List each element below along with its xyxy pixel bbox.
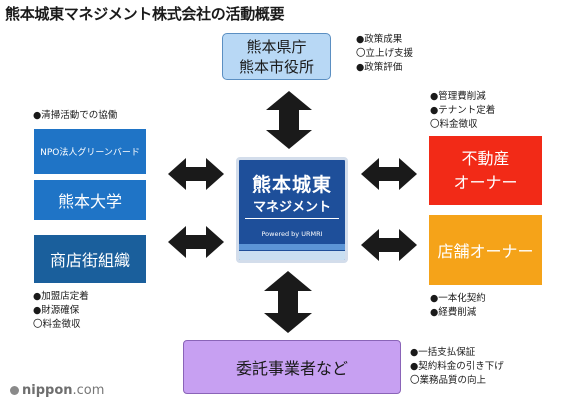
note-item: ●契約料金の引き下げ [410, 361, 504, 372]
shopping-street-box-label: 商店街組織 [49, 251, 130, 270]
brand-dot-icon [10, 386, 19, 395]
center-logo-powered: Powered by URMRI [261, 230, 323, 238]
note-item: ●管理費削減 [430, 91, 486, 102]
note-item: ●加盟店定着 [33, 291, 89, 302]
left-top-notes: ●清掃活動での協働 [33, 109, 117, 123]
center-logo-line1: 熊本城東 [251, 174, 332, 196]
government-box-line1: 熊本県庁 [246, 37, 307, 56]
left-bottom-notes: ●加盟店定着 ●財源確保 〇料金徴収 [33, 290, 89, 332]
arrow-horizontal-left-top [168, 158, 224, 190]
university-box-label: 熊本大学 [57, 192, 122, 211]
right-bottom-notes: ●一本化契約 ●経費削減 [430, 292, 486, 320]
real-estate-owner-line2: オーナー [453, 172, 518, 192]
note-item: ●政策成果 [356, 34, 403, 45]
arrow-horizontal-right-bottom [361, 229, 417, 261]
note-item: ●経費削減 [430, 307, 477, 318]
note-item: ●一本化契約 [430, 293, 486, 304]
center-logo-line2: マネジメント [252, 200, 331, 215]
brand-footer: nippon.com [10, 383, 104, 398]
government-box: 熊本県庁 熊本市役所 [222, 33, 331, 80]
npo-box-label: NPO法人グリーンバード [40, 148, 140, 158]
npo-box: NPO法人グリーンバード [34, 129, 146, 174]
note-item: 〇料金徴収 [430, 119, 478, 130]
shopping-street-box: 商店街組織 [34, 235, 146, 283]
store-owner-label: 店舗オーナー [437, 242, 534, 261]
real-estate-owner-box: 不動産 オーナー [429, 136, 542, 205]
note-item: ●政策評価 [356, 62, 403, 73]
arrow-vertical-bottom [264, 271, 312, 333]
university-box: 熊本大学 [34, 180, 146, 220]
government-box-line2: 熊本市役所 [238, 57, 314, 76]
contractor-notes: ●一括支払保証 ●契約料金の引き下げ 〇業務品質の向上 [410, 346, 504, 388]
contractor-box-label: 委託事業者など [235, 359, 348, 378]
government-notes: ●政策成果 〇立上げ支援 ●政策評価 [356, 33, 413, 75]
note-item: 〇料金徴収 [33, 319, 81, 330]
note-item: ●テナント定着 [430, 105, 496, 116]
center-logo: 熊本城東 マネジメント Powered by URMRI [236, 157, 348, 263]
note-item: ●財源確保 [33, 305, 80, 316]
note-item: 〇立上げ支援 [356, 48, 414, 59]
brand-suffix: .com [72, 383, 105, 398]
arrow-horizontal-left-bottom [168, 226, 224, 258]
note-item: 〇業務品質の向上 [410, 375, 487, 386]
page-title: 熊本城東マネジメント株式会社の活動概要 [5, 5, 285, 23]
store-owner-box: 店舗オーナー [429, 215, 542, 285]
note-item: ●清掃活動での協働 [33, 110, 118, 121]
arrow-horizontal-right-top [361, 158, 417, 190]
arrow-vertical-top [266, 91, 312, 149]
right-top-notes: ●管理費削減 ●テナント定着 〇料金徴収 [430, 90, 495, 132]
brand-name: nippon [22, 383, 73, 398]
real-estate-owner-line1: 不動産 [461, 148, 510, 168]
note-item: ●一括支払保証 [410, 347, 476, 358]
contractor-box: 委託事業者など [183, 340, 401, 394]
